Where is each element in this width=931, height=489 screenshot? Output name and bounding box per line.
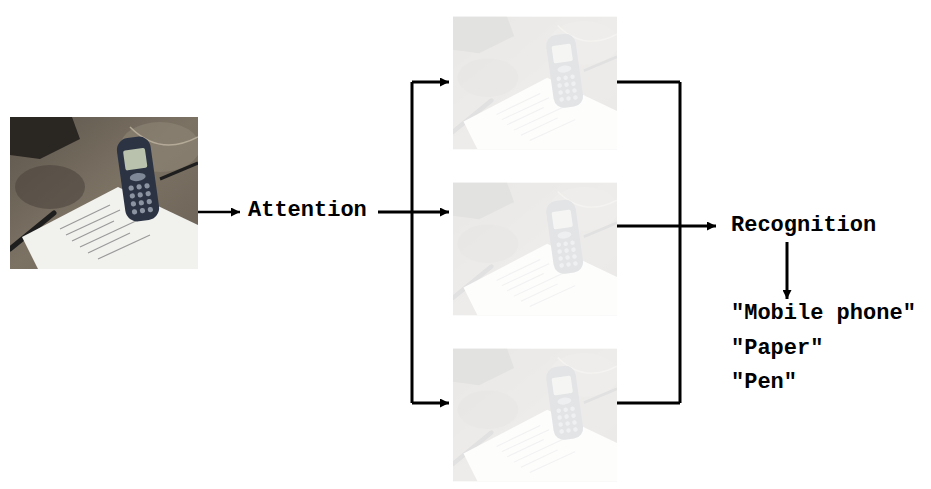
stage-name: Recognition	[731, 212, 876, 240]
attention-map	[453, 17, 619, 150]
result-label: "Mobile phone"	[731, 297, 916, 332]
stage-label: Recognition	[731, 212, 876, 240]
result-label: "Pen"	[731, 366, 916, 401]
attention-map	[453, 183, 619, 316]
fan-out	[378, 82, 449, 403]
result-list: "Mobile phone""Paper""Pen"	[731, 297, 916, 401]
arrow	[198, 211, 240, 214]
fan-in	[617, 82, 716, 403]
stage-name: Attention	[248, 197, 367, 225]
input-photo	[10, 117, 200, 269]
attention-map	[453, 349, 619, 482]
result-label: "Paper"	[731, 332, 916, 367]
stage-label: Attention	[248, 197, 367, 225]
flow-arrow	[786, 242, 789, 299]
